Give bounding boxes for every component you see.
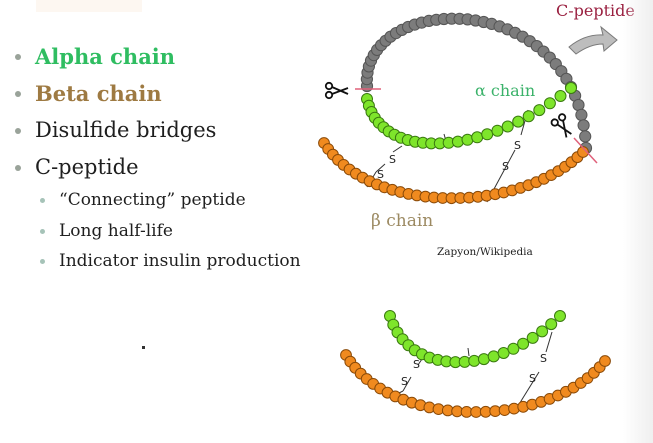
sulfur-label: S [502,160,509,173]
c-peptide-bead [575,108,588,122]
bullet-disulfide-bridges: Disulfide bridges [14,112,216,149]
bullet-text: Disulfide bridges [35,118,217,142]
c-peptide-bead [577,119,590,132]
alpha-bead [461,133,474,146]
alpha-bead [487,350,500,363]
c-peptide-label: C-peptide [556,1,635,20]
disulfide-bond-line [545,331,553,353]
bullet-dot [15,165,21,171]
sulfur-label: S [389,153,396,166]
alpha-bead [477,353,490,366]
top-smudge [36,0,142,12]
bullet-beta-chain: Beta chain [14,75,216,112]
sub-bullet-list: “Connecting” peptide Long half-life Indi… [36,185,301,277]
alpha-bead [497,347,510,359]
alpha-bead [526,331,539,344]
bullet-dot [15,91,21,97]
bullet-alpha-chain: Alpha chain [14,38,216,75]
cut-marks [355,88,598,164]
disulfide-bond-line [402,376,412,392]
sub-bullet-text: “Connecting” peptide [59,190,246,210]
bullet-dot [15,128,21,134]
disulfide-bond-line [375,163,386,173]
alpha-bead [491,124,504,137]
beta-bead [577,146,589,158]
disulfide-bond-line [467,347,470,357]
cut-line [573,137,598,164]
sulfur-label: S [529,372,536,385]
bullet-text: Alpha chain [35,44,176,69]
disulfide-bond-line [392,145,403,153]
bullet-text: C-peptide [35,155,139,179]
alpha-bead [554,310,566,322]
alpha-bead [554,90,567,102]
beta-bead [599,355,611,367]
sub-bullet-half-life: Long half-life [36,216,301,247]
alpha-bead [471,131,484,144]
c-peptide-bead [579,130,592,143]
alpha-chain-label: α chain [475,81,535,100]
alpha-bead [545,318,558,331]
right-edge-shadow [623,0,653,443]
stray-dot [142,346,145,349]
alpha-bead [507,342,520,355]
alpha-bead [565,82,577,94]
scissors-icon [324,81,349,100]
sub-bullet-connecting: “Connecting” peptide [36,185,301,216]
alpha-bead [481,128,494,141]
bullet-text: Beta chain [35,81,162,106]
sub-bullet-dot [40,259,45,264]
alpha-bead [522,110,535,123]
alpha-bead [451,135,464,148]
sulfur-label: S [401,375,408,388]
sub-bullet-dot [40,228,45,234]
alpha-bead [512,115,525,128]
sulfur-label: S [377,168,384,181]
sulfur-label: S [413,358,420,371]
alpha-bead [468,354,481,367]
scissors-icon [550,113,572,138]
bullet-c-peptide: C-peptide [14,149,216,186]
sub-bullet-dot [40,198,45,203]
alpha-bead [543,97,556,110]
bullet-dot [15,54,21,60]
sub-bullet-text: Indicator insulin production [59,251,301,271]
curved-arrow-icon [568,25,618,55]
sulfur-label: S [540,352,547,365]
alpha-bead [533,104,546,117]
sulfur-label: S [514,139,521,152]
sub-bullet-text: Long half-life [59,220,173,241]
alpha-bead [536,325,549,338]
beta-chain-label: β chain [371,211,433,231]
sub-bullet-indicator: Indicator insulin production [36,246,301,277]
alpha-bead [501,120,514,133]
image-credit: Zapyon/Wikipedia [437,246,533,258]
alpha-bead [517,337,530,350]
amino-acid-beads [318,12,611,418]
main-bullet-list: Alpha chain Beta chain Disulfide bridges… [14,38,216,186]
